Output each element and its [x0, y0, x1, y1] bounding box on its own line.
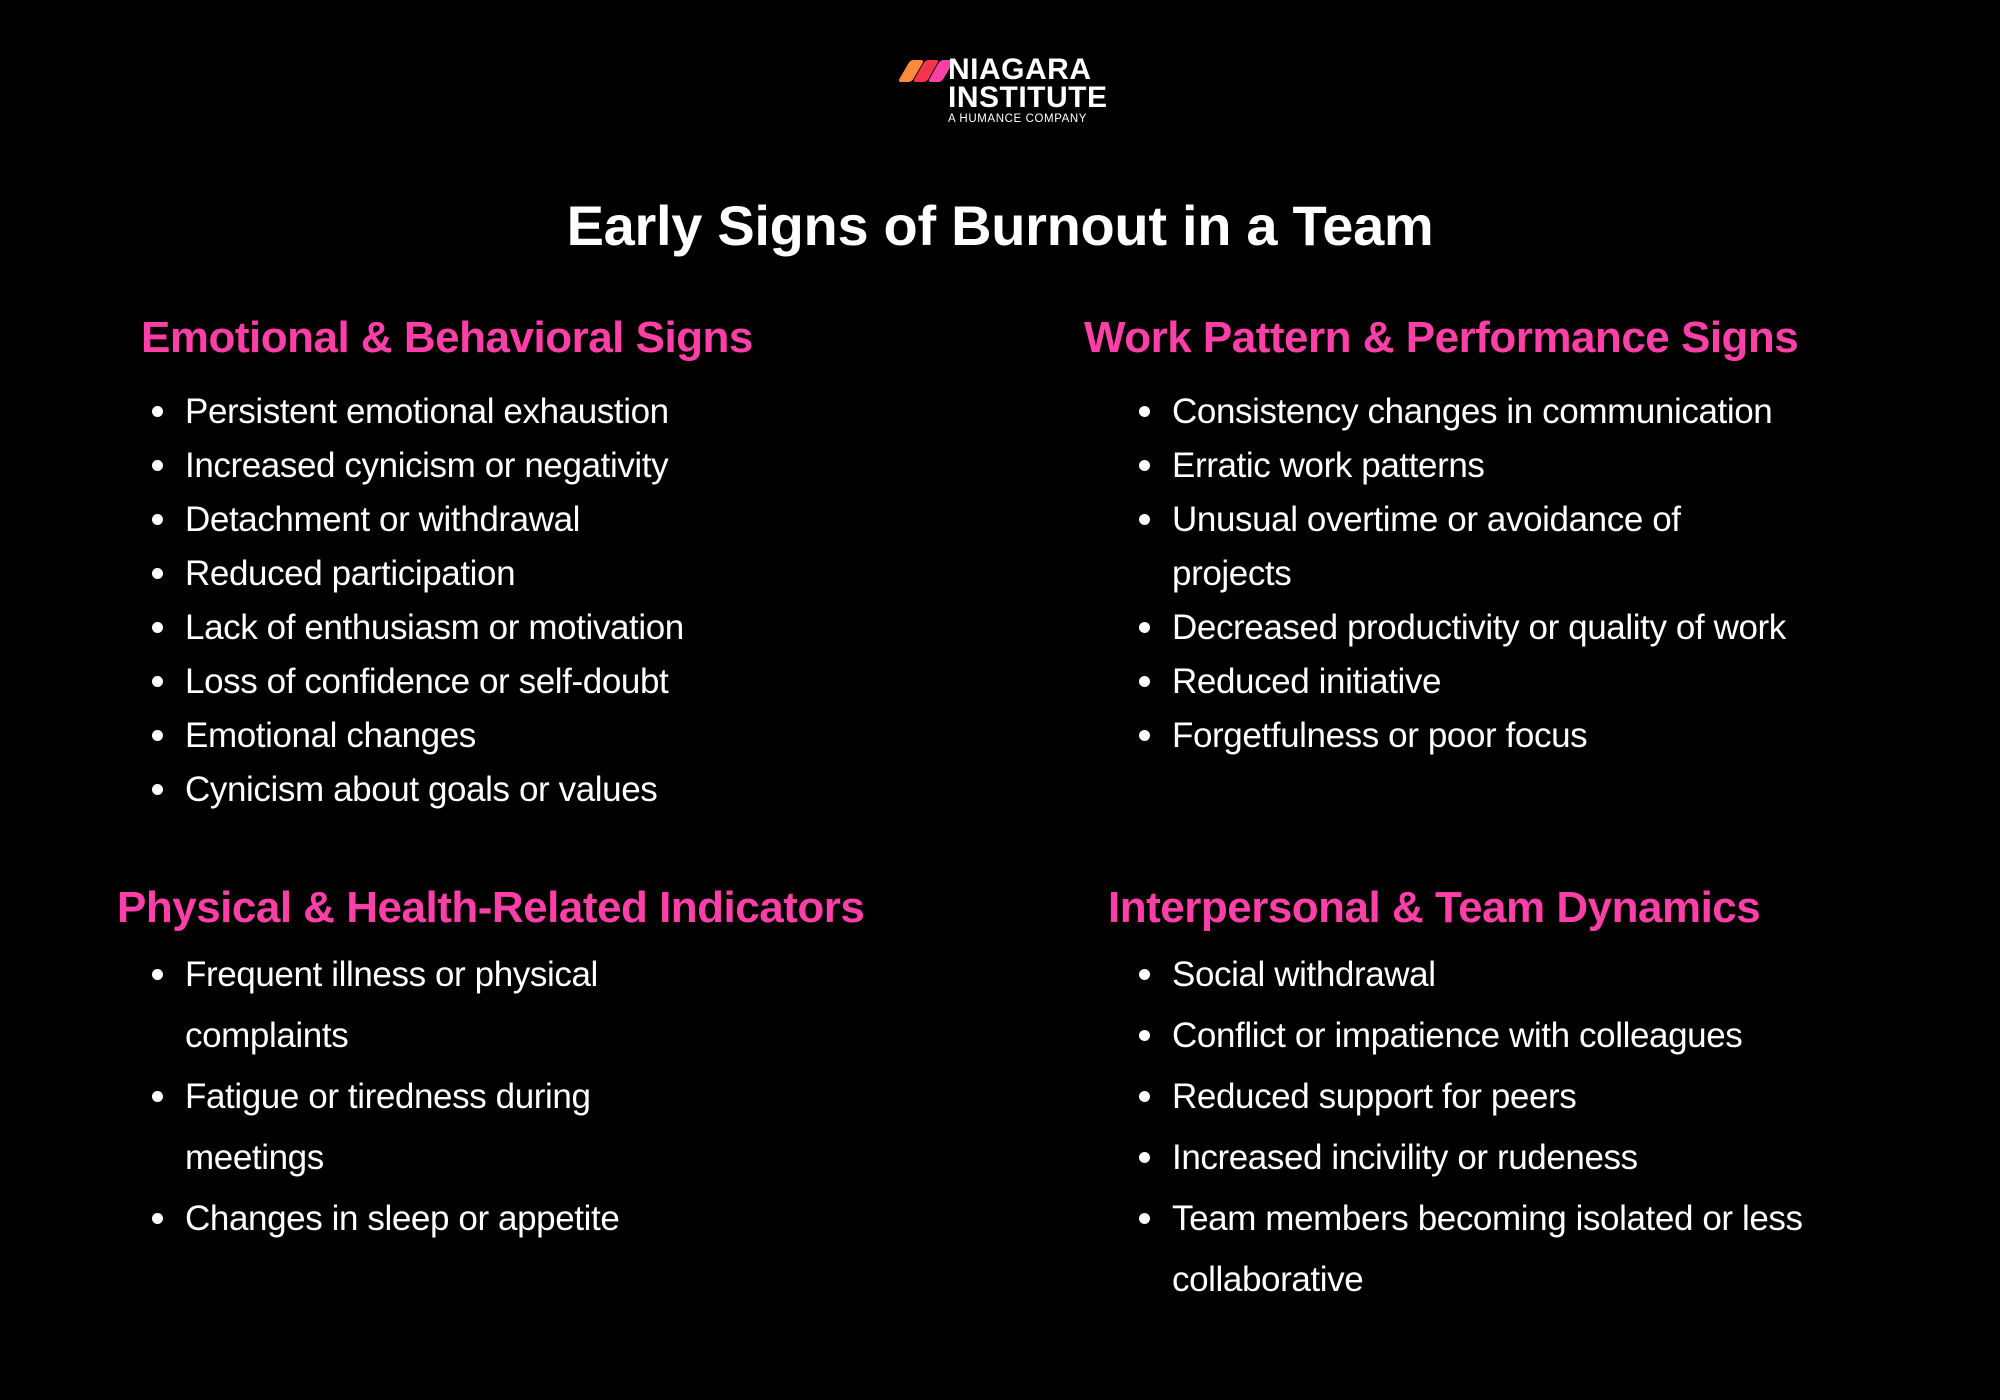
bullet-icon: [1139, 514, 1150, 525]
bullet-icon: [152, 1213, 163, 1224]
list-item: Increased cynicism or negativity: [148, 439, 753, 493]
list-item: Unusual overtime or avoidance of project…: [1135, 493, 1732, 601]
bullet-icon: [152, 676, 163, 687]
bullet-list: Persistent emotional exhaustion Increase…: [148, 385, 753, 817]
section-work-pattern-performance: Work Pattern & Performance Signs Consist…: [1084, 310, 1875, 763]
section-heading: Emotional & Behavioral Signs: [141, 313, 753, 362]
bullet-icon: [1139, 460, 1150, 471]
bullet-icon: [152, 1091, 163, 1102]
bullet-icon: [1139, 969, 1150, 980]
section-physical-health: Physical & Health-Related Indicators Fre…: [117, 880, 865, 1249]
bullet-icon: [1139, 730, 1150, 741]
list-item: Fatigue or tiredness during meetings: [148, 1066, 668, 1188]
logo-tagline: A HUMANCE COMPANY: [948, 113, 1088, 125]
section-heading: Work Pattern & Performance Signs: [1084, 313, 1799, 362]
list-item: Emotional changes: [148, 709, 753, 763]
bullet-icon: [152, 730, 163, 741]
list-item: Loss of confidence or self-doubt: [148, 655, 753, 709]
list-item: Consistency changes in communication: [1135, 385, 1875, 439]
section-heading: Interpersonal & Team Dynamics: [1108, 883, 1761, 932]
bullet-list: Consistency changes in communication Err…: [1135, 385, 1875, 763]
bullet-icon: [152, 568, 163, 579]
list-item: Changes in sleep or appetite: [148, 1188, 668, 1249]
logo-name-line2: INSTITUTE: [948, 81, 1108, 114]
section-emotional-behavioral: Emotional & Behavioral Signs Persistent …: [141, 310, 753, 817]
page-title: Early Signs of Burnout in a Team: [566, 193, 1434, 257]
bullet-icon: [1139, 1152, 1150, 1163]
bullet-icon: [1139, 622, 1150, 633]
list-item: Decreased productivity or quality of wor…: [1135, 601, 1875, 655]
list-item: Conflict or impatience with colleagues: [1135, 1005, 1895, 1066]
logo-stripes-icon: [897, 60, 955, 82]
list-item: Frequent illness or physical complaints: [148, 944, 668, 1066]
bullet-icon: [152, 460, 163, 471]
bullet-icon: [1139, 676, 1150, 687]
list-item: Reduced support for peers: [1135, 1066, 1895, 1127]
list-item: Social withdrawal: [1135, 944, 1895, 1005]
bullet-icon: [152, 622, 163, 633]
bullet-icon: [1139, 406, 1150, 417]
bullet-icon: [152, 406, 163, 417]
section-interpersonal-team: Interpersonal & Team Dynamics Social wit…: [1108, 880, 1895, 1310]
section-heading: Physical & Health-Related Indicators: [117, 883, 865, 932]
bullet-icon: [1139, 1213, 1150, 1224]
bullet-list: Social withdrawal Conflict or impatience…: [1135, 944, 1895, 1310]
bullet-list: Frequent illness or physical complaints …: [148, 944, 668, 1249]
list-item: Increased incivility or rudeness: [1135, 1127, 1895, 1188]
list-item: Forgetfulness or poor focus: [1135, 709, 1875, 763]
list-item: Cynicism about goals or values: [148, 763, 753, 817]
bullet-icon: [152, 514, 163, 525]
niagara-institute-logo: NIAGARA INSTITUTE A HUMANCE COMPANY: [897, 53, 1108, 128]
logo-name-line1: NIAGARA: [948, 53, 1092, 86]
list-item: Team members becoming isolated or less c…: [1135, 1188, 1895, 1310]
list-item: Erratic work patterns: [1135, 439, 1875, 493]
list-item: Lack of enthusiasm or motivation: [148, 601, 753, 655]
bullet-icon: [1139, 1030, 1150, 1041]
bullet-icon: [152, 969, 163, 980]
bullet-icon: [1139, 1091, 1150, 1102]
list-item: Reduced initiative: [1135, 655, 1875, 709]
list-item: Persistent emotional exhaustion: [148, 385, 753, 439]
list-item: Reduced participation: [148, 547, 753, 601]
bullet-icon: [152, 784, 163, 795]
list-item: Detachment or withdrawal: [148, 493, 753, 547]
